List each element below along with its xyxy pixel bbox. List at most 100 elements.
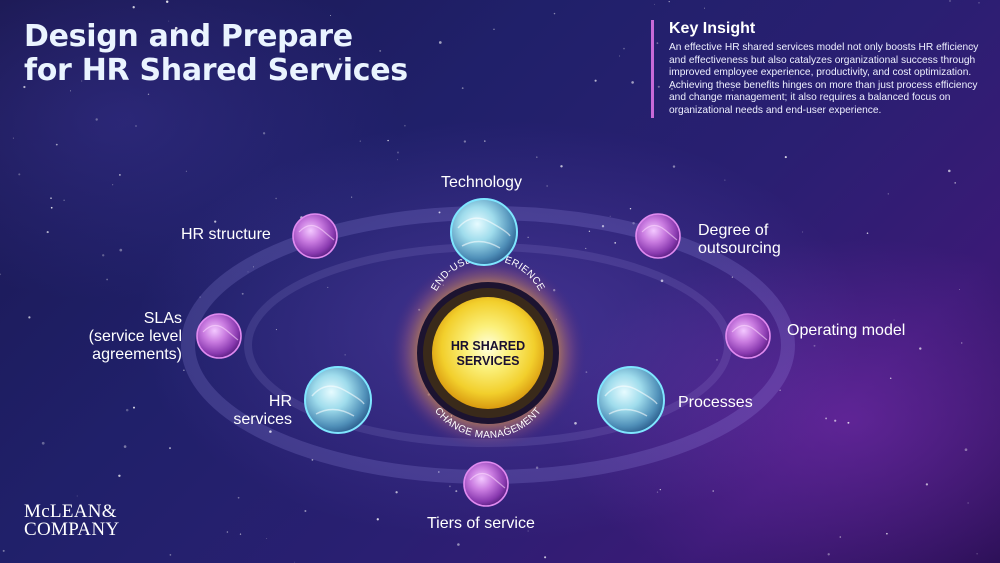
star	[574, 421, 577, 425]
star	[585, 247, 587, 249]
star	[379, 49, 382, 52]
star	[619, 55, 621, 57]
slas-label-line-2: (service level	[88, 328, 182, 345]
star	[790, 76, 792, 78]
star	[656, 491, 659, 493]
star	[614, 242, 617, 244]
star	[438, 211, 441, 214]
hr-structure-label: HR structure	[181, 226, 271, 243]
star	[95, 118, 98, 121]
star	[119, 248, 123, 252]
star	[292, 69, 294, 71]
star	[387, 139, 389, 142]
star	[546, 185, 548, 187]
tiers-of-service-orb	[463, 461, 509, 507]
star	[304, 510, 307, 512]
star	[847, 421, 850, 424]
outsourcing-label-line-1: Degree of	[698, 222, 769, 239]
star	[0, 273, 1, 276]
star	[275, 197, 277, 200]
operating-model-label: Operating model	[787, 322, 906, 339]
star	[112, 184, 114, 186]
star	[609, 215, 611, 217]
star	[330, 15, 332, 16]
star	[731, 276, 734, 278]
star	[623, 47, 625, 50]
star	[967, 502, 969, 504]
star	[560, 165, 563, 168]
star	[41, 441, 45, 445]
star	[536, 156, 538, 158]
star	[813, 344, 816, 347]
technology-label: Technology	[441, 174, 522, 191]
page-title: Design and Prepare for HR Shared Service…	[24, 20, 408, 88]
star	[46, 231, 49, 234]
slas-label: SLAs (service level agreements)	[72, 310, 182, 364]
star	[266, 538, 268, 539]
star	[185, 170, 187, 172]
star	[839, 536, 842, 538]
star	[886, 532, 888, 535]
outsourcing-label-line-2: outsourcing	[698, 240, 781, 257]
star	[978, 2, 980, 4]
star	[28, 316, 31, 319]
star	[716, 359, 718, 361]
star	[601, 225, 605, 228]
star	[463, 140, 467, 143]
star	[632, 221, 635, 225]
star	[887, 193, 889, 195]
star	[133, 406, 135, 409]
star	[119, 174, 121, 176]
star	[135, 125, 137, 127]
operating-model-orb	[725, 313, 771, 359]
star	[925, 483, 929, 486]
star	[827, 553, 830, 556]
star	[724, 179, 726, 181]
slas-orb	[196, 313, 242, 359]
star	[449, 485, 451, 488]
star	[70, 90, 71, 92]
key-insight-heading: Key Insight	[669, 20, 756, 37]
star	[802, 231, 804, 233]
star	[588, 230, 591, 232]
tiers-of-service-label: Tiers of service	[427, 515, 535, 532]
star	[50, 197, 52, 199]
star	[653, 3, 655, 5]
star	[544, 556, 547, 559]
star	[262, 132, 266, 135]
star	[784, 156, 787, 159]
star	[457, 543, 460, 546]
hr-services-label-line-1: HR	[268, 393, 292, 410]
star	[239, 533, 242, 535]
star	[829, 99, 831, 102]
star	[960, 342, 963, 344]
star	[165, 0, 169, 3]
slas-label-line-3: agreements)	[92, 346, 182, 363]
hr-services-orb	[304, 366, 372, 434]
star	[63, 199, 65, 201]
star	[169, 554, 172, 556]
star	[493, 28, 495, 30]
star	[834, 419, 837, 422]
hr-services-label-line-2: services	[233, 411, 292, 428]
page-title-line-2: for HR Shared Services	[24, 53, 408, 88]
star	[703, 7, 706, 9]
technology-orb	[450, 198, 518, 266]
star	[527, 530, 529, 532]
star	[12, 137, 14, 139]
star	[125, 408, 129, 412]
star	[971, 45, 974, 48]
star	[949, 0, 951, 2]
logo-line-1: McLEAN&	[24, 501, 117, 522]
mclean-company-logo: McLEAN& COMPANY	[24, 501, 119, 539]
star	[656, 42, 659, 44]
star	[376, 518, 379, 521]
star	[327, 286, 329, 288]
star	[199, 296, 201, 298]
star	[50, 206, 53, 209]
star	[631, 81, 634, 84]
center-sun	[432, 297, 544, 409]
star	[123, 445, 127, 448]
star	[594, 79, 597, 82]
center-label-line-2: SERVICES	[457, 354, 520, 368]
